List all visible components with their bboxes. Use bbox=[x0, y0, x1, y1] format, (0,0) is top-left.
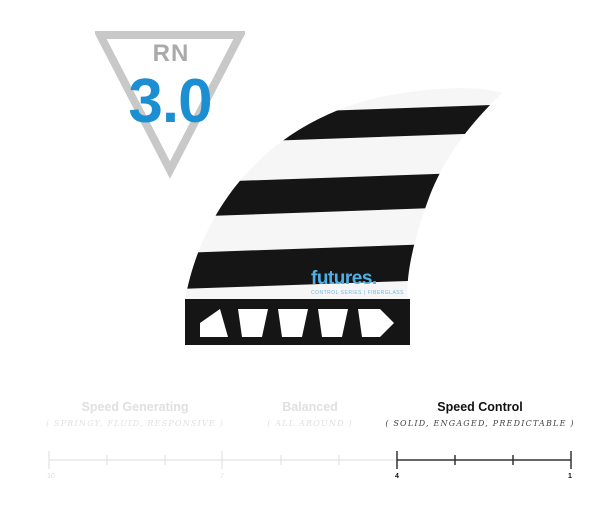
scale-label-10: 10 bbox=[47, 473, 55, 480]
scale-label-7: 7 bbox=[220, 473, 224, 480]
model-version: 3.0 bbox=[128, 67, 212, 136]
scale-label-4: 4 bbox=[395, 473, 399, 480]
brand-logo: futures. bbox=[311, 268, 377, 289]
model-code: RN bbox=[152, 40, 190, 67]
rating-scale bbox=[48, 451, 572, 469]
category-speed-control: Speed Control bbox=[437, 400, 523, 414]
fin-series-label: CONTROL SERIES | FIBERGLASS bbox=[311, 290, 404, 296]
category-speed-control-subtitle: ( SOLID, ENGAGED, PREDICTABLE ) bbox=[385, 419, 575, 428]
fin-image bbox=[185, 88, 502, 345]
triangle-badge-icon bbox=[95, 31, 245, 179]
scale-label-1: 1 bbox=[568, 473, 572, 480]
category-speed-generating-subtitle: ( SPRINGY, FLUID, RESPONSIVE ) bbox=[45, 419, 225, 428]
category-balanced-subtitle: ( ALL AROUND ) bbox=[267, 419, 353, 428]
category-balanced: Balanced bbox=[282, 400, 338, 414]
category-speed-generating: Speed Generating bbox=[81, 400, 189, 414]
